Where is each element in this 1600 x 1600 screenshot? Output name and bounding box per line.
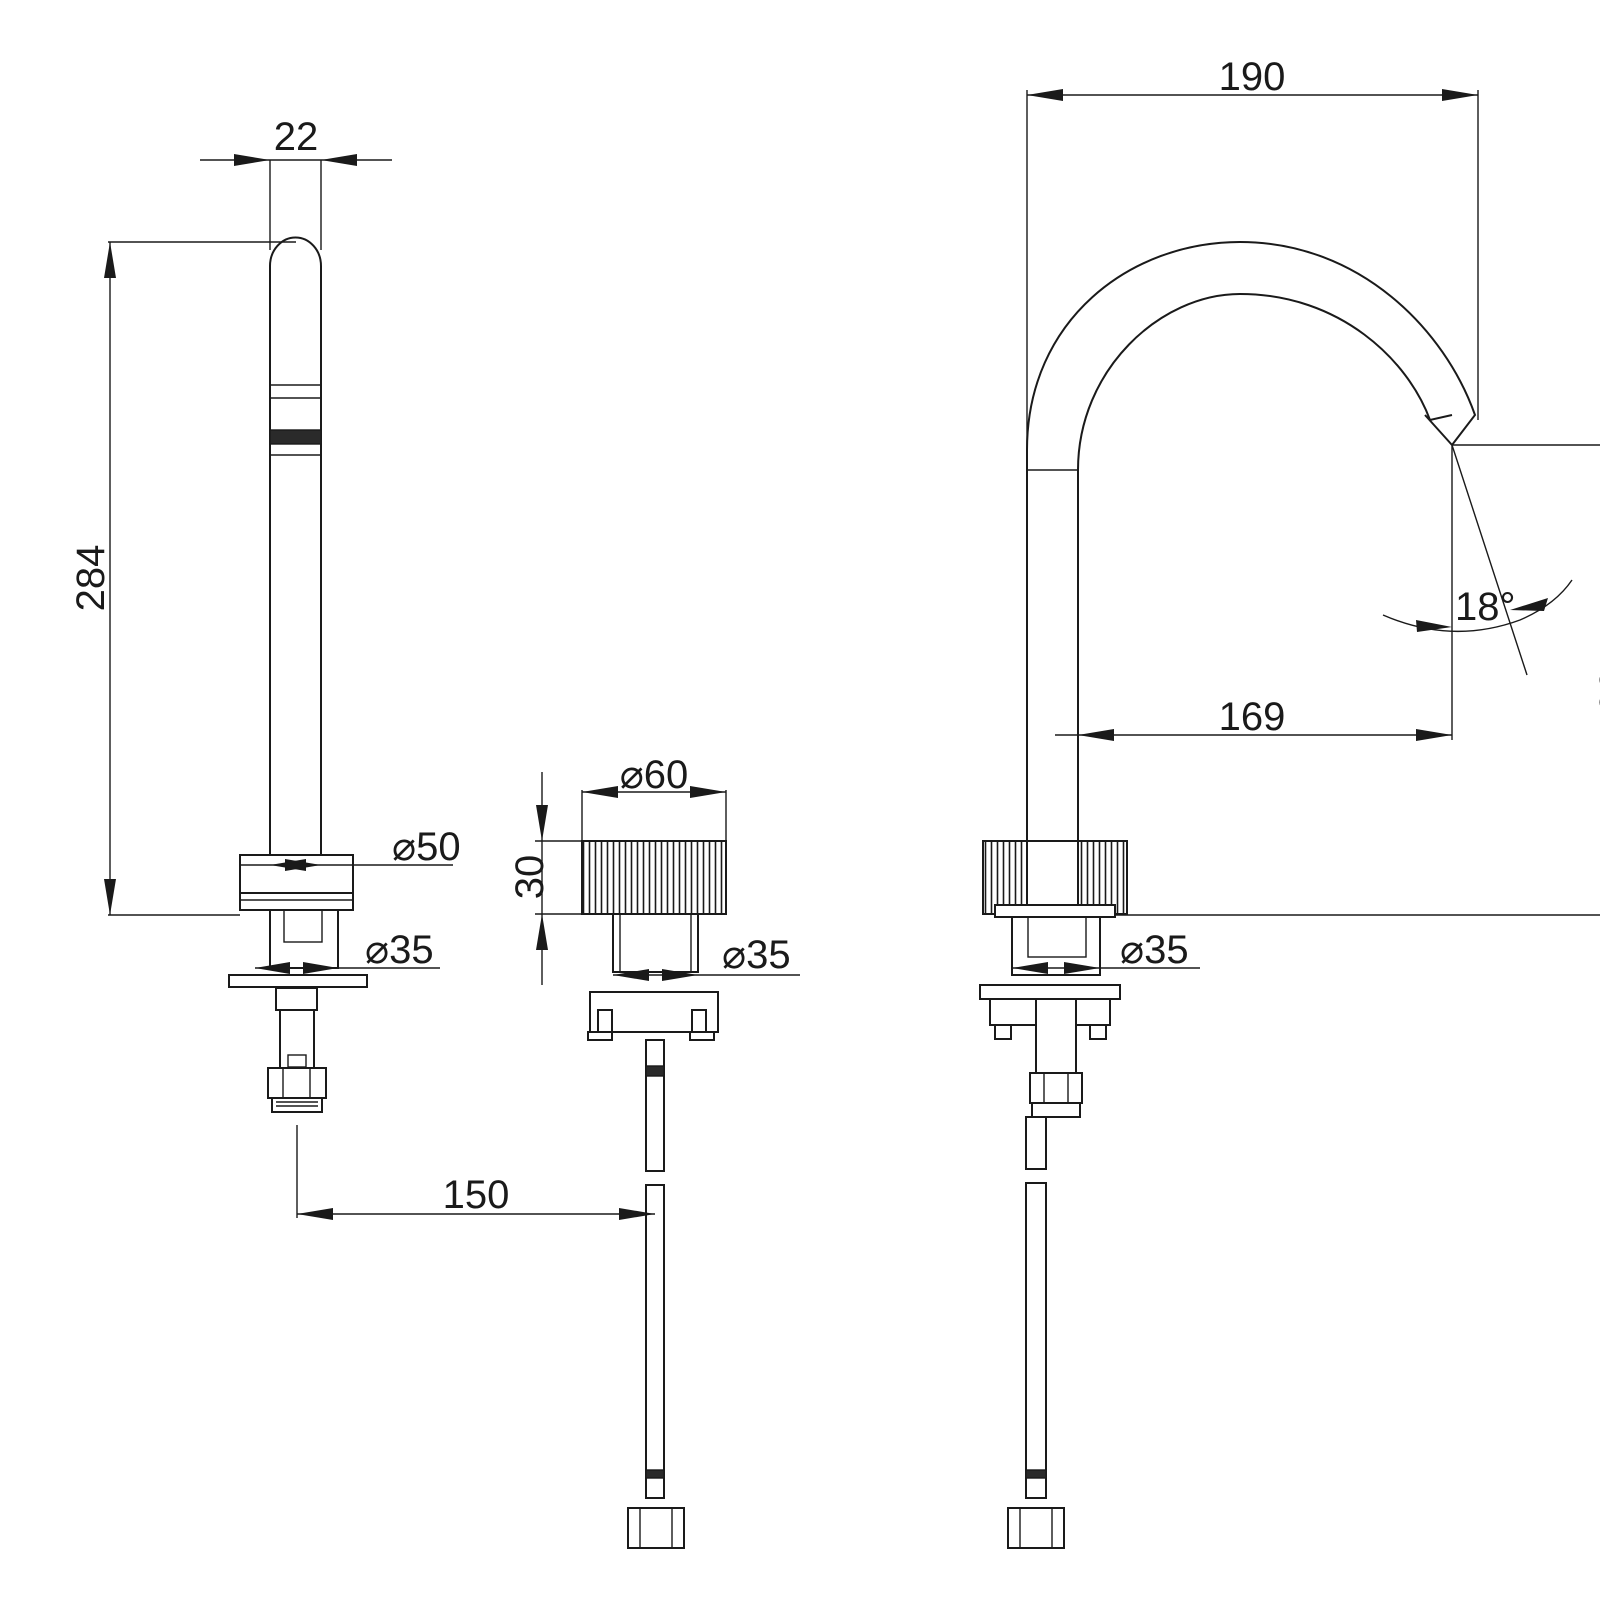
dim-clearance-200: 200 xyxy=(1452,444,1600,714)
dim-text-dia-50: ⌀50 xyxy=(392,825,461,869)
dim-height-284: 284 xyxy=(69,241,296,916)
dim-text-dia-35-center: ⌀35 xyxy=(722,933,791,977)
dim-angle-18: 18° xyxy=(1382,444,1573,676)
dim-dia-60: ⌀60 xyxy=(581,753,727,841)
dim-projection-169: 169 xyxy=(1055,445,1453,741)
dim-centre-150: 150 xyxy=(296,1125,655,1220)
dim-width-22: 22 xyxy=(200,115,392,250)
dim-text-284: 284 xyxy=(69,545,113,612)
dim-text-190: 190 xyxy=(1219,55,1286,99)
dim-text-200: 200 xyxy=(1591,647,1600,714)
dim-dia-35-center: ⌀35 xyxy=(613,933,800,981)
dim-text-169: 169 xyxy=(1219,695,1286,739)
dim-text-dia-60: ⌀60 xyxy=(620,753,689,797)
spout-side-view xyxy=(228,236,368,1113)
dim-text-22: 22 xyxy=(274,115,319,159)
dim-dia-35-left: ⌀35 xyxy=(255,928,440,974)
dim-dia-50: ⌀50 xyxy=(240,825,461,871)
handle-view xyxy=(581,840,727,1549)
dim-height-30: 30 xyxy=(508,772,582,985)
dim-text-dia-35-right: ⌀35 xyxy=(1120,928,1189,972)
dim-text-dia-35-left: ⌀35 xyxy=(365,928,434,972)
dim-text-30: 30 xyxy=(508,855,552,900)
dim-dia-35-right: ⌀35 xyxy=(1012,928,1200,974)
dim-text-150: 150 xyxy=(443,1173,510,1217)
spout-front-view xyxy=(979,240,1477,1549)
dim-reach-190: 190 xyxy=(1026,55,1479,450)
dim-text-18: 18° xyxy=(1455,585,1516,629)
